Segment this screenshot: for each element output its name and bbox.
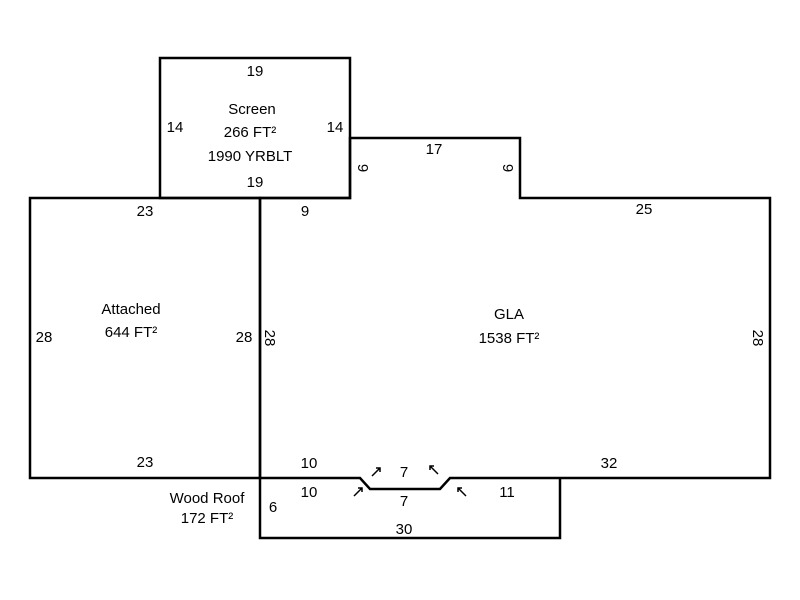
- gla-dim-bump-right: 9: [499, 164, 516, 172]
- wood-roof-dim-left: 6: [269, 499, 277, 516]
- gla-dim-top-left: 9: [301, 203, 309, 220]
- screen-area: 266 FT²: [224, 124, 277, 141]
- wood-roof-dim-bottom: 30: [396, 521, 413, 538]
- gla-dim-bottom-left: 10: [301, 455, 318, 472]
- gla-dim-top-right: 25: [636, 201, 653, 218]
- gla-outline: [258, 136, 772, 491]
- screen-dim-bottom: 19: [247, 174, 264, 191]
- wood-roof-name: Wood Roof: [170, 490, 246, 507]
- gla-name: GLA: [494, 306, 524, 323]
- screen-name: Screen: [228, 101, 276, 118]
- screen-year: 1990 YRBLT: [208, 148, 293, 165]
- attached-dim-left: 28: [36, 329, 53, 346]
- gla-dim-notch: 7: [400, 464, 408, 481]
- gla-dim-bump-left: 9: [354, 164, 371, 172]
- wood-roof-area: 172 FT²: [181, 510, 234, 527]
- wood-roof-dim-top-left: 10: [301, 484, 318, 501]
- arrow-icon: [457, 487, 467, 497]
- attached-area: 644 FT²: [105, 324, 158, 341]
- attached-dim-right: 28: [236, 329, 253, 346]
- gla-dim-right: 28: [749, 330, 766, 347]
- arrow-icon: [429, 465, 439, 475]
- arrow-icon: [371, 467, 381, 477]
- screen-dim-top: 19: [247, 63, 264, 80]
- gla-dim-left: 28: [261, 330, 278, 347]
- attached-dim-bottom: 23: [137, 454, 154, 471]
- screen-dim-right: 14: [327, 119, 344, 136]
- wood-roof-dim-notch: 7: [400, 493, 408, 510]
- attached-name: Attached: [101, 301, 160, 318]
- wood-roof-outline: [258, 478, 562, 540]
- screen-dim-left: 14: [167, 119, 184, 136]
- gla-dim-bottom-right: 32: [601, 455, 618, 472]
- arrow-icon: [353, 487, 363, 497]
- gla-dim-bump-top: 17: [426, 141, 443, 158]
- attached-dim-top: 23: [137, 203, 154, 220]
- wood-roof-dim-top-right: 11: [499, 484, 515, 501]
- gla-area: 1538 FT²: [479, 330, 540, 347]
